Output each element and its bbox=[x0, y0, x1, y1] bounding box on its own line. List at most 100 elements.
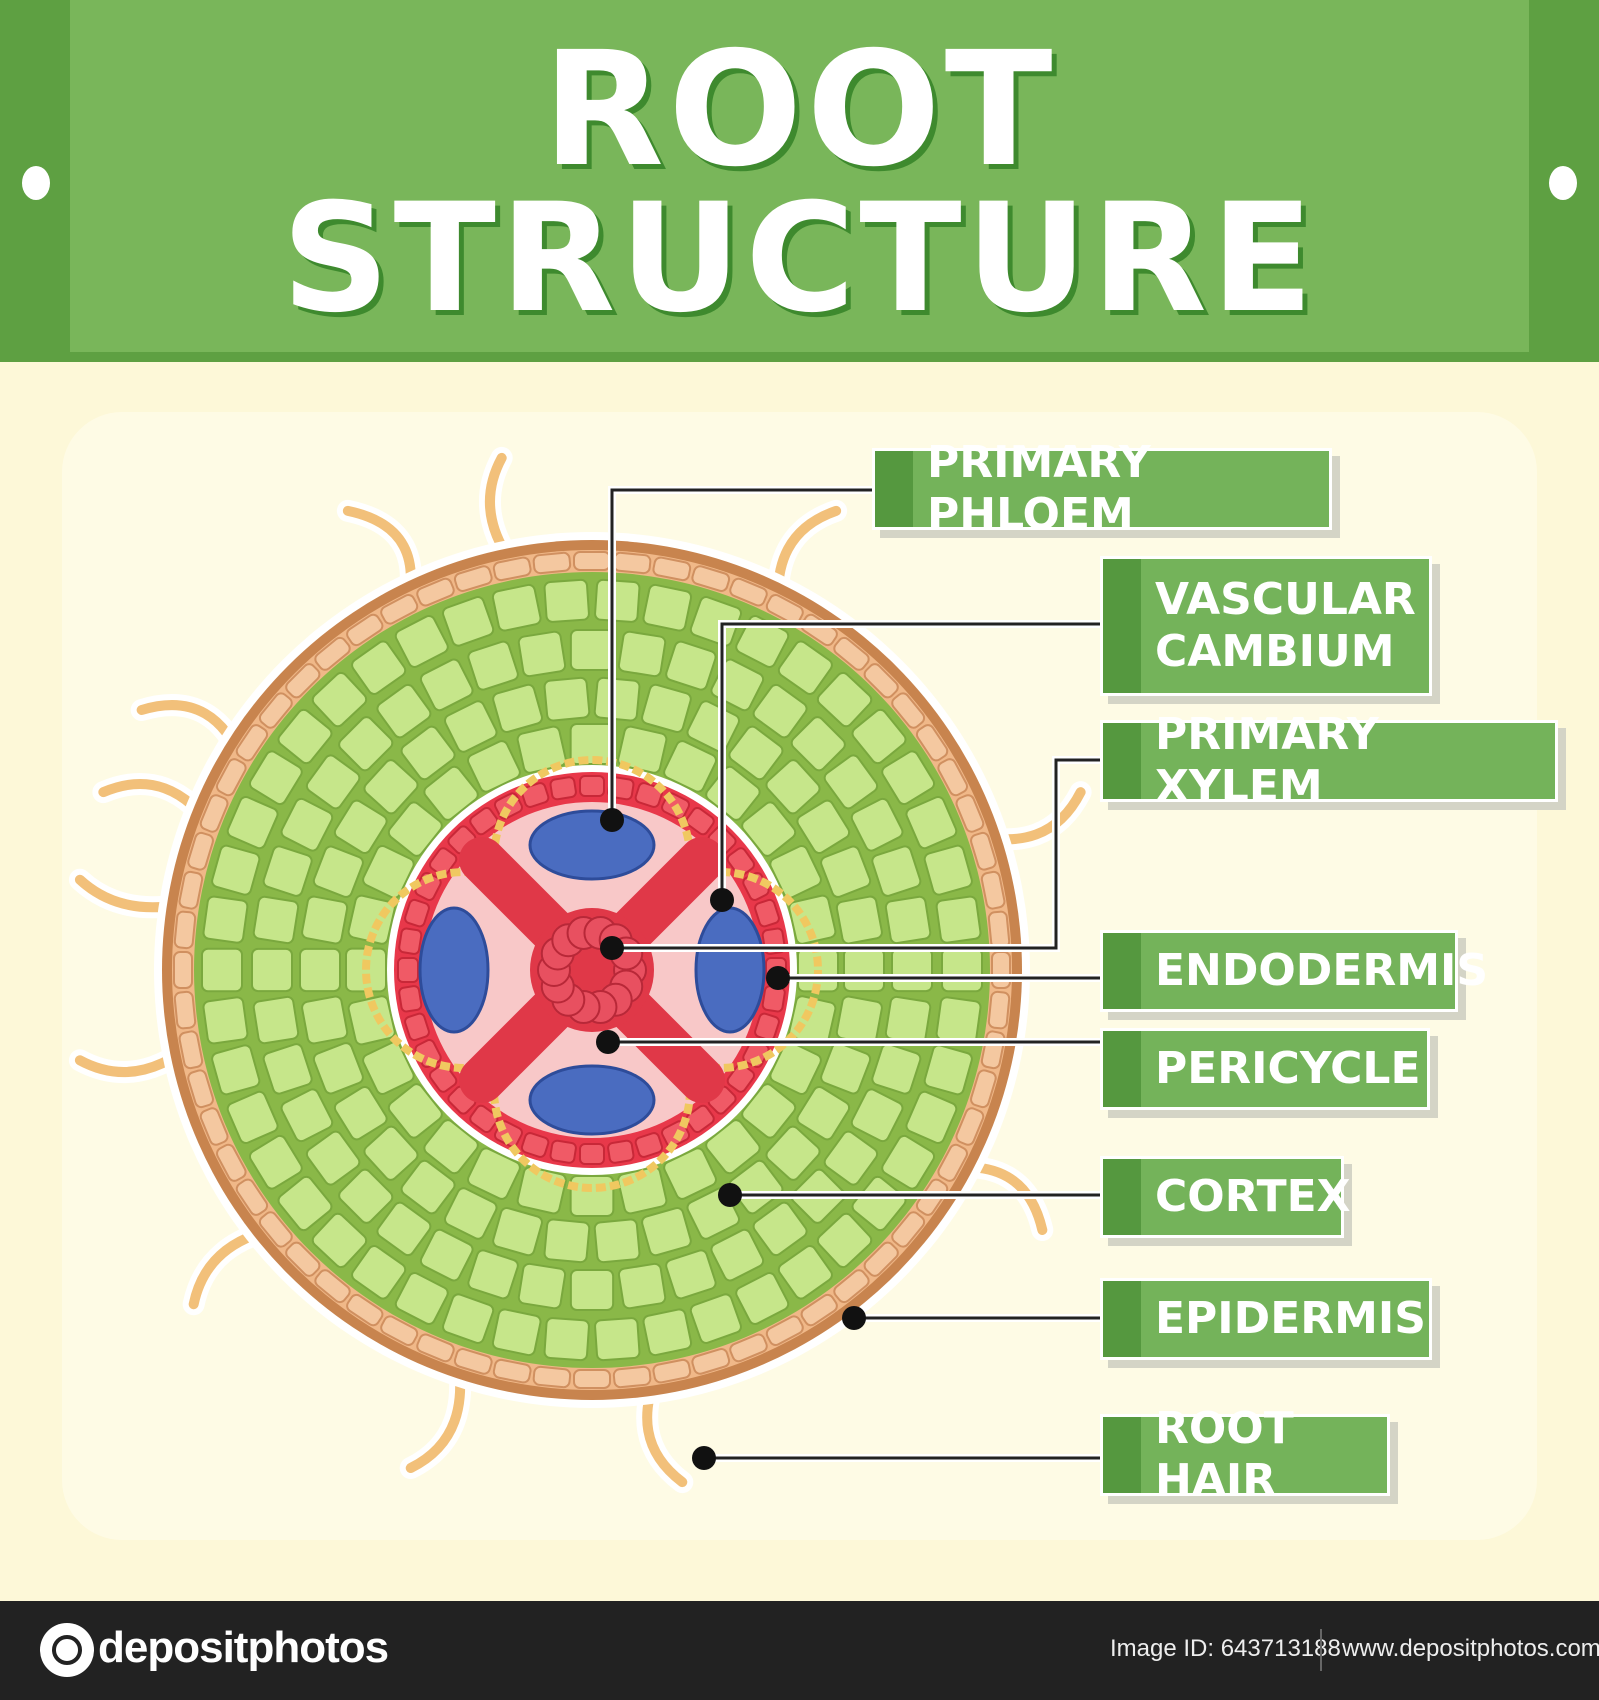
cortex-cell bbox=[333, 1085, 388, 1141]
endodermis-cell bbox=[469, 806, 499, 836]
leader-dot bbox=[600, 936, 624, 960]
cortex-cell bbox=[769, 1041, 822, 1095]
label-vascular-cambium: VASCULAR CAMBIUM bbox=[1100, 556, 1432, 696]
cortex-cell bbox=[202, 895, 249, 944]
epidermis-cell bbox=[178, 870, 204, 910]
cortex-cell bbox=[665, 640, 717, 691]
cortex-cell bbox=[543, 1218, 591, 1264]
cortex-cell bbox=[641, 1207, 692, 1257]
cortex-cell bbox=[905, 796, 958, 850]
epidermis-cell bbox=[258, 1211, 293, 1248]
cortex-cell bbox=[467, 740, 521, 793]
footer-image-id: Image ID: 643713188 bbox=[1110, 1635, 1341, 1662]
epidermis-cell bbox=[258, 692, 293, 729]
epidermis-cell bbox=[380, 593, 419, 625]
epidermis-cell bbox=[532, 1365, 572, 1389]
epidermis-cell bbox=[937, 1143, 969, 1182]
epidermis-cell bbox=[612, 1365, 652, 1389]
cortex-cell bbox=[362, 1041, 415, 1095]
cortex-cell bbox=[312, 845, 364, 898]
epidermis-cell bbox=[891, 692, 926, 729]
cortex-cell bbox=[788, 894, 837, 945]
cortex-cell bbox=[338, 716, 394, 772]
cortex-cell bbox=[351, 1245, 407, 1300]
endodermis-cell bbox=[549, 776, 577, 801]
cortex-cell bbox=[492, 683, 543, 733]
cortex-cell bbox=[262, 845, 313, 897]
leader-line bbox=[610, 488, 876, 820]
cortex-cell bbox=[642, 583, 693, 632]
cortex-cell bbox=[777, 640, 833, 695]
epidermis-cell bbox=[492, 1358, 532, 1384]
epidermis-cell bbox=[453, 1348, 493, 1375]
epidermis-cell bbox=[416, 1333, 455, 1363]
epidermis-cell bbox=[955, 794, 985, 833]
cortex-cell bbox=[594, 578, 641, 623]
epidermis-cell bbox=[285, 663, 321, 699]
epidermis-cell bbox=[187, 1069, 214, 1109]
epidermis-cell bbox=[691, 1348, 731, 1375]
cortex-cell bbox=[363, 759, 419, 815]
cortex-cell bbox=[338, 1168, 394, 1224]
cortex-cell bbox=[881, 1134, 936, 1190]
cortex-cell bbox=[280, 797, 334, 852]
label-text: PRIMARY XYLEM bbox=[1155, 709, 1379, 812]
footer-brand: depositphotos bbox=[98, 1623, 389, 1672]
vascular-cambium bbox=[618, 868, 822, 1072]
cortex-cell bbox=[641, 683, 692, 733]
endodermis-cell bbox=[634, 1132, 664, 1158]
endodermis-cell bbox=[726, 847, 756, 877]
cortex-cell bbox=[593, 1218, 641, 1264]
epidermis-cell bbox=[891, 1211, 926, 1248]
cortex-cell bbox=[248, 1134, 303, 1190]
endodermis-cell bbox=[428, 847, 458, 877]
endodermis-cell bbox=[398, 927, 423, 955]
cortex-cell bbox=[491, 583, 542, 632]
cortex-cell bbox=[467, 1249, 519, 1300]
epidermis-cell bbox=[937, 758, 969, 797]
epidermis-cell bbox=[173, 910, 197, 950]
cortex-cell bbox=[305, 1130, 361, 1186]
cortex-cell bbox=[617, 630, 667, 678]
cortex-cell bbox=[423, 1119, 479, 1175]
epidermis-cell bbox=[991, 951, 1011, 989]
cortex-cell bbox=[211, 844, 261, 896]
epidermis-cell bbox=[235, 724, 269, 762]
cortex-cell bbox=[905, 1090, 958, 1144]
label-tab bbox=[1103, 559, 1141, 693]
epidermis-cell bbox=[955, 1107, 985, 1146]
cortex-cell bbox=[248, 750, 303, 806]
leader-dot bbox=[710, 888, 734, 912]
cortex-cell bbox=[226, 796, 279, 850]
cortex-cell bbox=[823, 1130, 879, 1186]
cortex-cell bbox=[419, 658, 474, 712]
cortex-cell bbox=[796, 799, 851, 855]
epidermis-cell bbox=[765, 1315, 804, 1347]
cortex-cell bbox=[710, 1228, 765, 1282]
cortex-cell bbox=[871, 845, 922, 897]
cortex-cell bbox=[305, 754, 361, 810]
epidermis-cell bbox=[970, 1069, 997, 1109]
endodermis-cell bbox=[520, 1132, 550, 1158]
cortex-cell bbox=[400, 1159, 456, 1215]
cortex-cell bbox=[394, 1272, 449, 1325]
label-text: CORTEX bbox=[1155, 1171, 1351, 1222]
epidermis-cell bbox=[199, 1107, 229, 1146]
cortex-cell bbox=[301, 895, 349, 945]
cortex-cell bbox=[351, 640, 407, 695]
cortex-cell bbox=[593, 676, 641, 722]
cortex-cell bbox=[923, 1044, 973, 1096]
cortex-cell bbox=[280, 1088, 334, 1143]
endodermis-cell bbox=[398, 985, 423, 1013]
cortex-cell bbox=[777, 1245, 833, 1300]
cortex-cell bbox=[251, 947, 293, 993]
cortex-cell bbox=[935, 996, 982, 1045]
cortex-cell bbox=[442, 1293, 495, 1344]
cortex-cell bbox=[850, 1088, 904, 1143]
cortex-cell bbox=[891, 947, 933, 993]
endodermis-cell bbox=[579, 775, 605, 797]
cortex-cell bbox=[442, 596, 495, 647]
epidermis-cell bbox=[346, 613, 384, 647]
cortex-cell bbox=[752, 1201, 808, 1257]
epidermis-cell bbox=[314, 1269, 351, 1304]
